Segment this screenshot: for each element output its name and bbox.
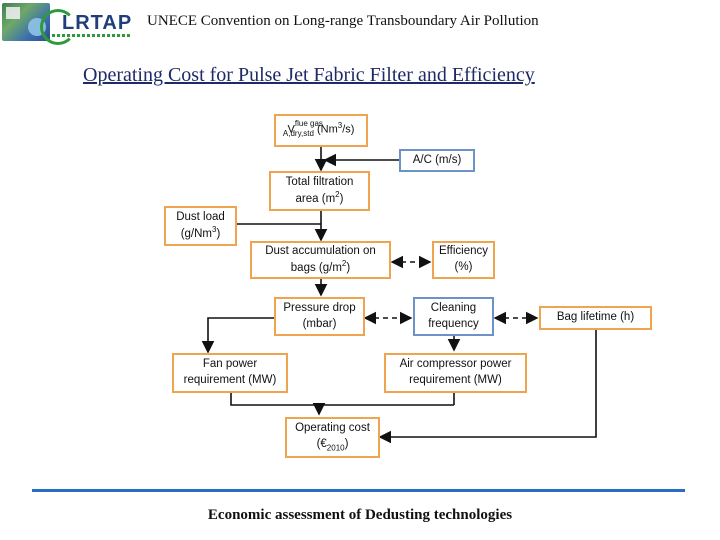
lrtap-logo: LRTAP [2,3,133,45]
logo-tagline [52,34,132,37]
dust-load-box: Dust load (g/Nm3) [164,206,237,246]
page-header: UNECE Convention on Long-range Transboun… [147,13,539,29]
pressure-drop-box: Pressure drop (mbar) [274,297,365,336]
logo-text: LRTAP [62,12,133,34]
efficiency-box: Efficiency (%) [432,241,495,279]
filtration-area-box: Total filtration area (m2) [269,171,370,211]
arrow-baglife-to-cost [378,330,597,444]
bag-lifetime-box: Bag lifetime (h) [539,306,652,330]
cleaning-frequency-box: Cleaning frequency [413,297,494,336]
logo-ring [40,9,76,45]
operating-cost-box: Operating cost (€2010) [285,417,380,458]
arrow-pressure-to-fan [201,317,274,354]
flue-gas-box: Vflue gasA,dry,std (Nm3/s) [274,114,368,147]
ac-box: A/C (m/s) [399,149,475,172]
dust-accumulation-box: Dust accumulation on bags (g/m2) [250,241,391,279]
fan-power-box: Fan power requirement (MW) [172,353,288,393]
arrow-fan-to-cost [230,393,326,416]
footer-rule [32,489,685,492]
slide-title: Operating Cost for Pulse Jet Fabric Filt… [83,64,535,86]
air-compressor-box: Air compressor power requirement (MW) [384,353,527,393]
footer-text: Economic assessment of Dedusting technol… [207,507,513,523]
